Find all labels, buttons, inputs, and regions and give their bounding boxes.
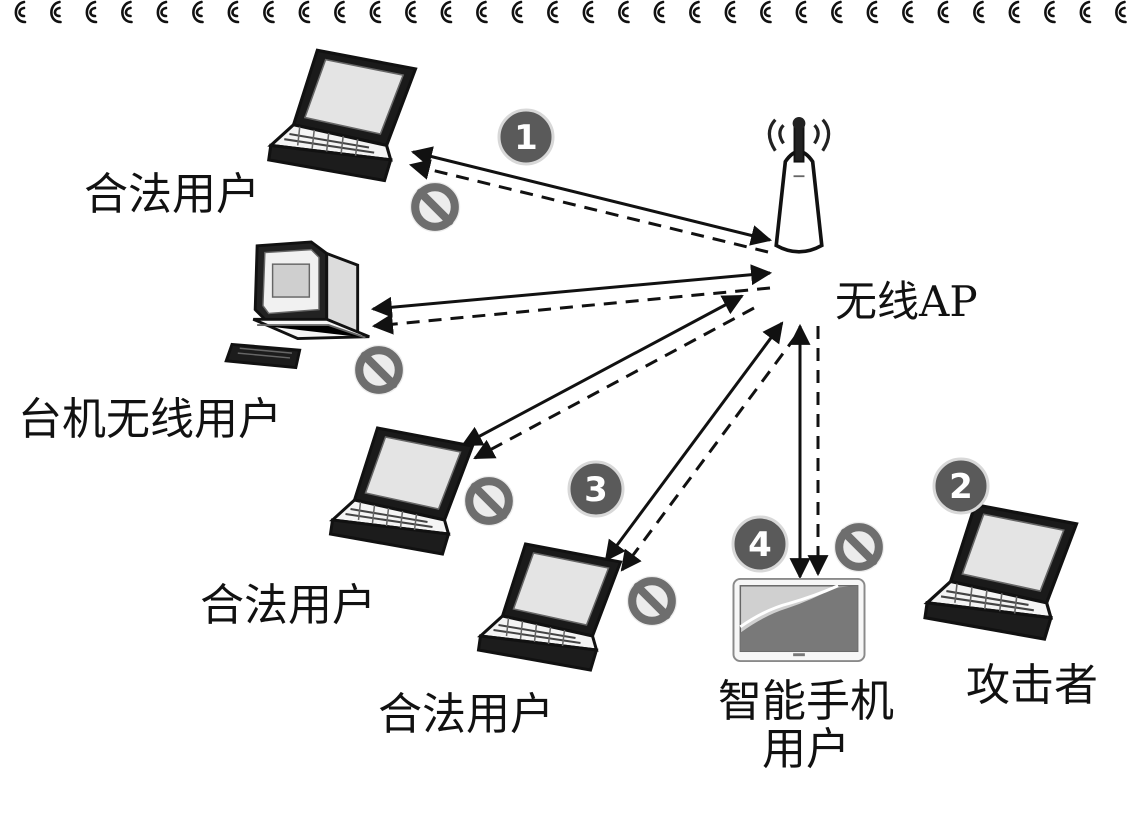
step-badge-1-label: 1 (514, 118, 538, 158)
binding-hook-icon (511, 0, 524, 24)
binding-hook-icon (192, 0, 204, 24)
step-badge-1: 1 (497, 108, 555, 166)
binding-hook-icon (227, 0, 240, 24)
binding-hook-icon (14, 0, 27, 24)
binding-hook-icon (1008, 0, 1021, 24)
smartphone-icon (732, 577, 866, 663)
binding-hook-icon (263, 0, 275, 24)
wireless-ap-label: 无线AP (835, 277, 978, 326)
binding-hook-icon (85, 0, 98, 24)
binding-hook-icon (405, 0, 417, 24)
legit-user-label-1: 合法用户 (84, 169, 260, 220)
step-badge-3: 3 (567, 460, 625, 518)
legit-user-label-2: 合法用户 (200, 580, 376, 631)
link-ap-legit-user-1-dashed (408, 159, 769, 254)
step-badge-4: 4 (731, 515, 789, 573)
laptop-icon (923, 503, 1079, 641)
step-badge-4-label: 4 (748, 525, 772, 565)
link-ap-desktop-solid (370, 264, 773, 318)
desktop-computer-icon (224, 240, 371, 370)
link-ap-desktop-dashed (371, 286, 771, 335)
laptop-icon (267, 48, 418, 183)
link-ap-legit-user-3-dashed (620, 335, 798, 572)
binding-hook-icon (866, 0, 879, 24)
legit-user-label-3: 合法用户 (378, 689, 554, 740)
binding-hook-icon (334, 0, 346, 24)
binding-hook-icon (724, 0, 737, 24)
step-badges: 1 2 3 4 (497, 108, 990, 573)
wireless-ap-icon (767, 115, 831, 254)
binding-hook-icon (795, 0, 808, 24)
link-ap-legit-user-3-solid (604, 321, 784, 562)
binding-hook-icon (1079, 0, 1092, 24)
step-badge-2: 2 (932, 457, 990, 515)
binding-hook-icon (582, 0, 595, 24)
smartphone-user-label: 智能手机 用户 (690, 678, 922, 773)
no-entry-icon (627, 576, 677, 626)
binding-hook-icon (831, 0, 843, 24)
step-badge-3-label: 3 (584, 470, 608, 510)
binding-hook-icon (973, 0, 985, 24)
binding-hook-icon (156, 0, 169, 24)
link-ap-legit-user-1-solid (410, 146, 773, 246)
step-badge-2-label: 2 (949, 467, 973, 507)
binding-hook-icon (121, 0, 133, 24)
no-entry-icon (410, 182, 460, 232)
connection-lines (370, 146, 829, 580)
binding-hook-icon (653, 0, 666, 24)
binding-hook-icon (50, 0, 62, 24)
binding-hook-icon (476, 0, 488, 24)
desktop-user-label: 台机无线用户 (18, 394, 282, 445)
smartphone-user-label-line-1: 智能手机 (718, 676, 894, 727)
border-hooks (14, 0, 1127, 24)
link-ap-legit-user-2-dashed (473, 306, 755, 460)
binding-hook-icon (618, 0, 630, 24)
binding-hook-icon (369, 0, 382, 24)
binding-hook-icon (440, 0, 453, 24)
binding-hook-icon (902, 0, 914, 24)
binding-hook-icon (937, 0, 950, 24)
binding-hook-icon (1115, 0, 1127, 24)
binding-hook-icon (547, 0, 559, 24)
smartphone-user-label-line-2: 用户 (762, 723, 850, 775)
binding-hook-icon (760, 0, 772, 24)
binding-hook-icon (689, 0, 701, 24)
no-entry-icon (834, 522, 884, 572)
binding-hook-icon (1044, 0, 1056, 24)
no-entry-icon (464, 476, 514, 526)
no-entry-icon (354, 345, 404, 395)
attacker-label: 攻击者 (966, 660, 1098, 711)
laptop-icon (476, 542, 623, 672)
binding-hook-icon (298, 0, 311, 24)
laptop-icon (328, 426, 475, 556)
link-ap-legit-user-2-solid (461, 294, 744, 447)
